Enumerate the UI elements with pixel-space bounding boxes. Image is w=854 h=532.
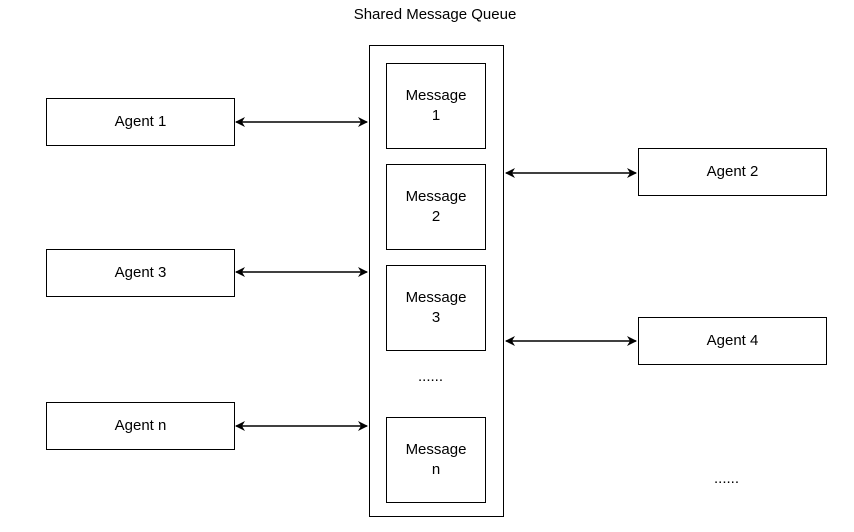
agent-box-3: Agent 3: [46, 249, 235, 297]
agent-label-2: Agent 2: [706, 162, 759, 180]
message-box-2: Message 2: [386, 164, 486, 250]
agent-label-1: Agent 1: [114, 112, 167, 130]
agent-box-1: Agent 1: [46, 98, 235, 146]
shared-message-queue: [369, 45, 504, 517]
message-box-1: Message 1: [386, 63, 486, 149]
message-box-3: Message 3: [386, 265, 486, 351]
message-label-n: Message n: [405, 440, 467, 478]
diagram-title: Shared Message Queue: [353, 6, 517, 23]
agents-ellipsis: ......: [714, 470, 740, 487]
agent-box-n: Agent n: [46, 402, 235, 450]
agent-label-n: Agent n: [114, 416, 167, 434]
agent-box-4: Agent 4: [638, 317, 827, 365]
message-box-n: Message n: [386, 417, 486, 503]
message-label-2: Message 2: [405, 187, 467, 225]
message-label-1: Message 1: [405, 86, 467, 124]
agent-label-3: Agent 3: [114, 263, 167, 281]
queue-ellipsis: ......: [418, 368, 444, 385]
agent-box-2: Agent 2: [638, 148, 827, 196]
message-label-3: Message 3: [405, 288, 467, 326]
agent-label-4: Agent 4: [706, 331, 759, 349]
